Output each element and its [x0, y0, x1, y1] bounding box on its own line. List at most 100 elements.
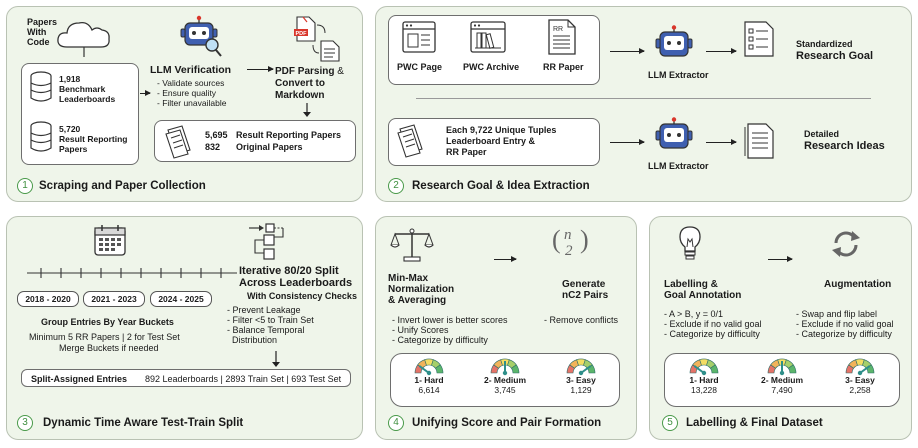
- normalization-list: - Invert lower is better scores - Unify …: [392, 315, 508, 345]
- database-icon: [30, 121, 52, 152]
- panel-goal-extraction: PWC Page PWC Archive RR RR Paper LLM Ext…: [375, 6, 912, 202]
- result-papers-box: [154, 120, 356, 162]
- split-title: Iterative 80/20 Split Across Leaderboard…: [239, 265, 353, 289]
- panel-title: Unifying Score and Pair Formation: [412, 417, 602, 429]
- robot-icon: [655, 25, 693, 57]
- difficulty-count: 2,258: [849, 385, 871, 395]
- output-label-top: Detailed: [804, 129, 840, 139]
- svg-text:PDF: PDF: [296, 31, 308, 37]
- gauge-hub: [779, 370, 785, 376]
- source-label: PWC Archive: [463, 62, 520, 72]
- tuples-box: [388, 118, 600, 166]
- document-icon: RR: [548, 19, 576, 55]
- augmentation-title: Augmentation: [824, 279, 892, 290]
- panel-title: Scraping and Paper Collection: [39, 180, 206, 192]
- leaderboard-label: Benchmark Leaderboards: [59, 84, 116, 104]
- robot-magnifier-icon: [180, 15, 222, 57]
- panel-scraping: Papers With Code 1,918 Benchmark Leaderb…: [6, 6, 363, 202]
- year-bucket: 2024 - 2025: [150, 291, 212, 307]
- result-label-2: Original Papers: [236, 142, 303, 152]
- arrow: [706, 47, 737, 55]
- labelling-title: Labelling & Goal Annotation: [664, 279, 742, 301]
- gauge-cell: 1- Hard 6,614: [392, 355, 466, 395]
- difficulty-count: 7,490: [771, 385, 793, 395]
- output-label-bottom: Research Goal: [796, 50, 874, 62]
- database-icon: [30, 71, 52, 102]
- pdf-parsing-title: PDF Parsing &: [275, 66, 344, 77]
- gauge-cell: 2- Medium 7,490: [744, 355, 820, 395]
- step-badge: 5: [662, 415, 678, 431]
- gauge-icon: [845, 358, 875, 376]
- pdf-convert-icon: PDF: [294, 16, 340, 62]
- pairs-list: - Remove conflicts: [544, 315, 619, 325]
- step-badge: 3: [17, 415, 33, 431]
- gauge-hub: [701, 370, 707, 376]
- pdf-convert-label: Convert to Markdown: [275, 78, 325, 101]
- gauge-icon: [767, 358, 797, 376]
- split-subtitle: With Consistency Checks: [247, 291, 357, 301]
- gauge-hub: [502, 370, 508, 376]
- pairs-title: Generate nC2 Pairs: [562, 279, 609, 301]
- gauge-hub: [857, 370, 863, 376]
- arrow: [494, 255, 517, 263]
- flow-split-icon: [249, 223, 284, 260]
- result-label-1: Result Reporting Papers: [236, 130, 342, 140]
- group-line: Minimum 5 RR Papers | 2 for Test Set: [29, 332, 180, 342]
- split-assigned-title: Split-Assigned Entries: [31, 374, 128, 384]
- panel-scores: Min-Max Normalization & Averaging ( n 2 …: [375, 216, 637, 440]
- result-count-2: 832: [205, 142, 221, 152]
- arrow: [247, 65, 274, 73]
- difficulty-label: 3- Easy: [845, 375, 875, 385]
- difficulty-label: 2- Medium: [483, 375, 527, 385]
- extractor-label: LLM Extractor: [648, 70, 709, 80]
- divider: [416, 98, 871, 99]
- result-count-1: 5,695: [205, 130, 228, 140]
- scale-icon: [390, 228, 434, 262]
- rr-tag: RR: [553, 26, 563, 33]
- split-list: - Prevent Leakage - Filter <5 to Train S…: [227, 305, 314, 345]
- arrow: [140, 89, 151, 97]
- difficulty-count: 6,614: [418, 385, 440, 395]
- gauge-segment: [710, 364, 719, 374]
- paper-stack-icon: [397, 124, 423, 158]
- year-bucket: 2018 - 2020: [17, 291, 79, 307]
- archive-icon: [470, 21, 506, 53]
- arrow: [610, 138, 645, 146]
- difficulty-label: 1- Hard: [689, 375, 719, 385]
- source-label: RR Paper: [543, 62, 584, 72]
- panel-title: Labelling & Final Dataset: [686, 417, 823, 429]
- normalization-title: Min-Max Normalization & Averaging: [388, 273, 455, 306]
- output-label-bottom: Research Ideas: [804, 140, 885, 152]
- gauge-cell: 1- Hard 13,228: [666, 355, 742, 395]
- augmentation-list: - Swap and flip label - Exclude if no va…: [796, 309, 894, 339]
- year-bucket: 2021 - 2023: [83, 291, 145, 307]
- panel-title: Dynamic Time Aware Test-Train Split: [43, 417, 244, 429]
- lightbulb-icon: [679, 226, 701, 260]
- gauge-cell: 3- Easy 2,258: [822, 355, 898, 395]
- output-label-top: Standardized: [796, 39, 853, 49]
- tuples-line: Each 9,722 Unique Tuples: [446, 125, 557, 135]
- rr-papers-count: 5,720: [59, 124, 81, 134]
- paper-stack-icon: [165, 125, 191, 159]
- difficulty-count: 13,228: [691, 385, 717, 395]
- timeline: [27, 268, 237, 278]
- llm-verification-title: LLM Verification: [150, 64, 232, 76]
- step-badge: 1: [17, 178, 33, 194]
- calendar-icon: [94, 225, 126, 256]
- panel-split: 2018 - 2020 2021 - 2023 2024 - 2025 Grou…: [6, 216, 363, 440]
- robot-icon: [655, 117, 693, 149]
- checklist-icon: [744, 21, 774, 57]
- difficulty-count: 3,745: [494, 385, 516, 395]
- leaderboard-count: 1,918: [59, 74, 81, 84]
- web-page-icon: [402, 21, 436, 53]
- difficulty-label: 3- Easy: [566, 375, 596, 385]
- tuples-line: Leaderboard Entry &: [446, 136, 536, 146]
- tuples-line: RR Paper: [446, 147, 487, 157]
- panel-title: Research Goal & Idea Extraction: [412, 180, 590, 192]
- step-badge: 4: [388, 415, 404, 431]
- down-arrow: [272, 351, 280, 367]
- refresh-icon: [832, 231, 860, 257]
- gauge-cell: 3- Easy 1,129: [544, 355, 618, 395]
- down-arrow: [303, 103, 311, 117]
- split-assigned-values: 892 Leaderboards | 2893 Train Set | 693 …: [145, 374, 342, 384]
